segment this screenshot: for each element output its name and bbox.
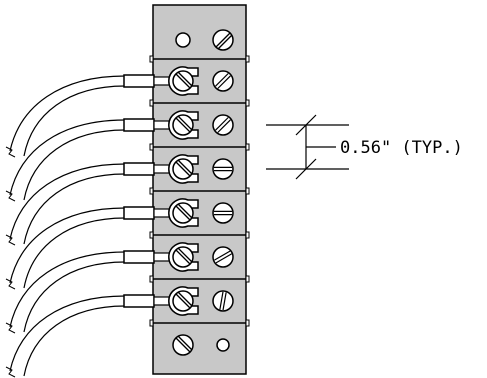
block-dividers	[149, 55, 250, 327]
wire	[5, 75, 126, 158]
screw-icon	[172, 70, 194, 92]
terminal-position	[5, 286, 234, 378]
screw-icon	[212, 114, 234, 136]
wire	[5, 119, 126, 202]
terminal-position	[5, 154, 234, 246]
screw-icon	[212, 29, 234, 51]
screw-icon	[212, 290, 234, 312]
block-position-bottom	[172, 334, 230, 356]
dimension-callout: 0.56" (TYP.)	[266, 114, 463, 180]
screw-icon	[172, 246, 194, 268]
terminal-block	[149, 4, 250, 375]
wire	[5, 207, 126, 290]
screw-icon	[172, 202, 194, 224]
wire	[5, 163, 126, 246]
mounting-hole	[216, 338, 230, 352]
terminal-position	[5, 198, 234, 290]
mounting-hole	[175, 32, 191, 48]
wire	[5, 251, 126, 334]
terminal-position	[5, 66, 234, 158]
screw-icon	[172, 290, 194, 312]
wire-ferrule	[123, 294, 155, 308]
wire-ferrule	[123, 162, 155, 176]
wire	[5, 295, 126, 378]
screw-icon	[172, 114, 194, 136]
block-position-top	[175, 29, 234, 51]
terminal-position	[5, 242, 234, 334]
wire-ferrule	[123, 74, 155, 88]
wire-ferrule	[123, 250, 155, 264]
screw-icon	[172, 334, 194, 356]
screw-icon	[212, 202, 234, 224]
dimension-label: 0.56" (TYP.)	[340, 138, 463, 158]
screw-icon	[212, 70, 234, 92]
terminal-position	[5, 110, 234, 202]
screw-icon	[212, 246, 234, 268]
wired-terminals	[5, 66, 234, 378]
screw-icon	[212, 158, 234, 180]
wire-ferrule	[123, 206, 155, 220]
wire-ferrule	[123, 118, 155, 132]
screw-icon	[172, 158, 194, 180]
